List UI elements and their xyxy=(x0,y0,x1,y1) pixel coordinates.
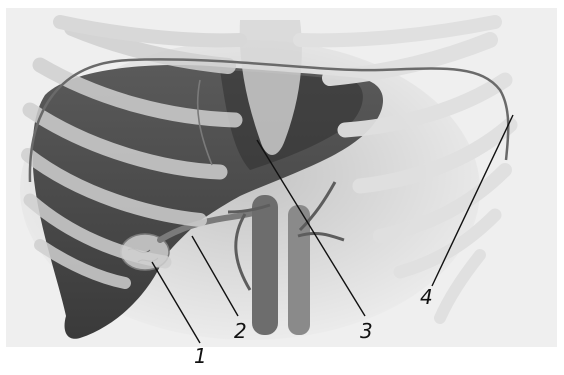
callout-3: 3 xyxy=(360,321,373,341)
callout-1: 1 xyxy=(194,346,207,366)
clavicle-right xyxy=(300,22,495,40)
callout-4: 4 xyxy=(420,287,433,307)
callout-2: 2 xyxy=(234,321,247,341)
aorta xyxy=(252,195,278,335)
